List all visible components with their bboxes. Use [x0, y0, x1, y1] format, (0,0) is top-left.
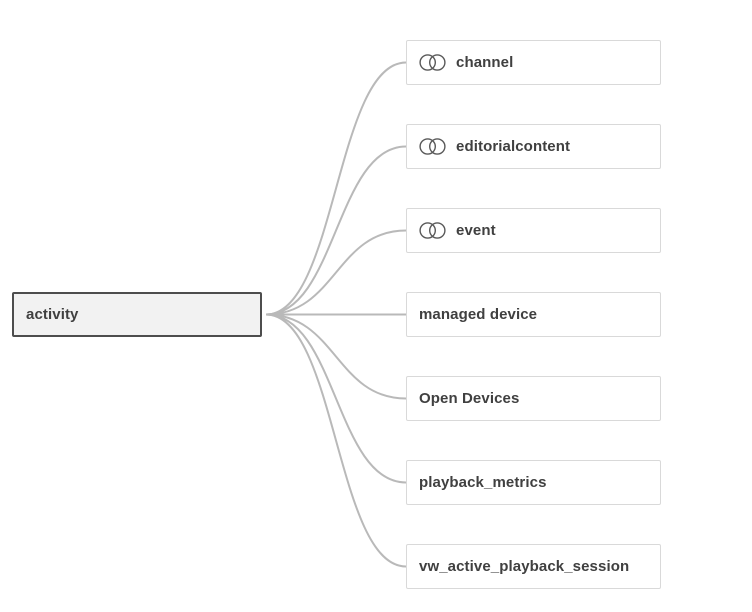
node-editorialcontent[interactable]: editorialcontent	[406, 124, 661, 169]
venn-icon	[419, 138, 446, 155]
connector-line	[265, 229, 407, 316]
node-label: vw_active_playback_session	[419, 558, 630, 575]
node-playback-metrics[interactable]: playback_metrics	[406, 460, 661, 505]
node-label: Open Devices	[419, 390, 520, 407]
node-label: playback_metrics	[419, 474, 547, 491]
connector-line	[265, 313, 407, 568]
node-label: event	[456, 222, 496, 239]
connector-line	[265, 145, 407, 316]
venn-icon	[419, 222, 446, 239]
node-label: editorialcontent	[456, 138, 571, 155]
node-activity[interactable]: activity	[12, 292, 262, 337]
connector-line	[265, 313, 407, 400]
node-managed-device[interactable]: managed device	[406, 292, 661, 337]
venn-icon	[419, 54, 446, 71]
node-channel[interactable]: channel	[406, 40, 661, 85]
node-event[interactable]: event	[406, 208, 661, 253]
connector-line	[265, 61, 407, 316]
node-label: activity	[26, 306, 79, 323]
node-open-devices[interactable]: Open Devices	[406, 376, 661, 421]
node-vw-active-playback-session[interactable]: vw_active_playback_session	[406, 544, 661, 589]
child-node-column: channel editorialcontent event managed d…	[406, 40, 661, 589]
node-label: channel	[456, 54, 514, 71]
node-label: managed device	[419, 306, 538, 323]
connector-line	[265, 313, 407, 484]
